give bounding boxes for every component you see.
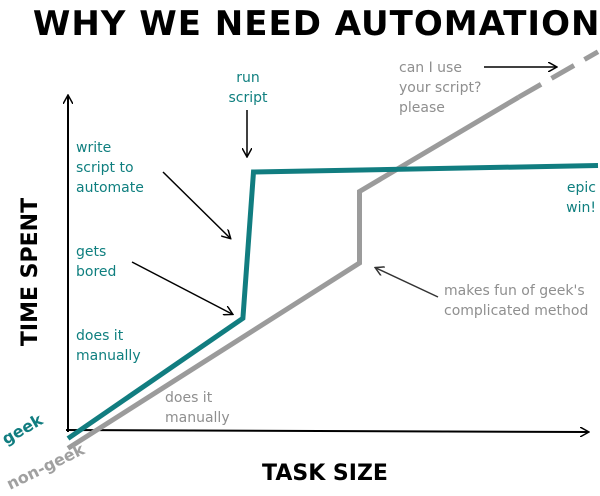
annotation-run-script: run script xyxy=(228,70,268,106)
annotation-write-script-line2: script to xyxy=(76,160,134,176)
annotation-manual-geek-line1: does it xyxy=(76,328,124,344)
annotation-run-script-line2: script xyxy=(228,90,268,106)
x-axis xyxy=(65,430,588,432)
annotation-can-i-use: can I use your script? please xyxy=(399,60,481,116)
annotation-write-script-line1: write xyxy=(76,140,111,156)
series-dashed-extension-non-geek xyxy=(517,49,600,100)
annotation-epic-win: epic win! xyxy=(566,180,596,216)
chart-title: WHY WE NEED AUTOMATION? xyxy=(33,4,600,44)
annotation-makes-fun-line2: complicated method xyxy=(444,303,588,319)
annotation-can-i-use-line3: please xyxy=(399,100,445,116)
annotation-epic-win-line2: win! xyxy=(566,200,596,216)
annotation-write-script: write script to automate xyxy=(76,140,144,196)
annotation-gets-bored-line1: gets xyxy=(76,244,106,260)
annotation-does-it-manually-nongeek: does it manually xyxy=(165,390,230,426)
annotation-run-script-line1: run xyxy=(236,70,260,86)
annotation-gets-bored: gets bored xyxy=(76,244,116,280)
annotation-manual-geek-line2: manually xyxy=(76,348,141,364)
annotation-does-it-manually-geek: does it manually xyxy=(76,328,141,364)
annotation-epic-win-line1: epic xyxy=(567,180,596,196)
annotation-makes-fun: makes fun of geek's complicated method xyxy=(444,283,588,319)
series-line-non-geek xyxy=(66,95,520,451)
arrow-write-script xyxy=(162,171,230,238)
annotation-gets-bored-line2: bored xyxy=(76,264,116,280)
series-line-geek xyxy=(66,163,599,441)
annotation-makes-fun-line1: makes fun of geek's xyxy=(444,283,585,299)
y-axis-label: TIME SPENT xyxy=(18,198,43,346)
x-axis-label: TASK SIZE xyxy=(262,461,388,486)
annotation-manual-nongeek-line1: does it xyxy=(165,390,213,406)
arrow-makes-fun xyxy=(376,268,439,298)
annotation-write-script-line3: automate xyxy=(76,180,144,196)
annotation-can-i-use-line2: your script? xyxy=(399,80,481,96)
legend-nongeek-label: non-geek xyxy=(3,439,87,493)
annotation-can-i-use-line1: can I use xyxy=(399,60,462,76)
annotation-manual-nongeek-line2: manually xyxy=(165,410,230,426)
legend-geek-label: geek xyxy=(0,410,46,449)
arrow-gets-bored xyxy=(131,261,232,314)
series-layer xyxy=(66,49,600,451)
